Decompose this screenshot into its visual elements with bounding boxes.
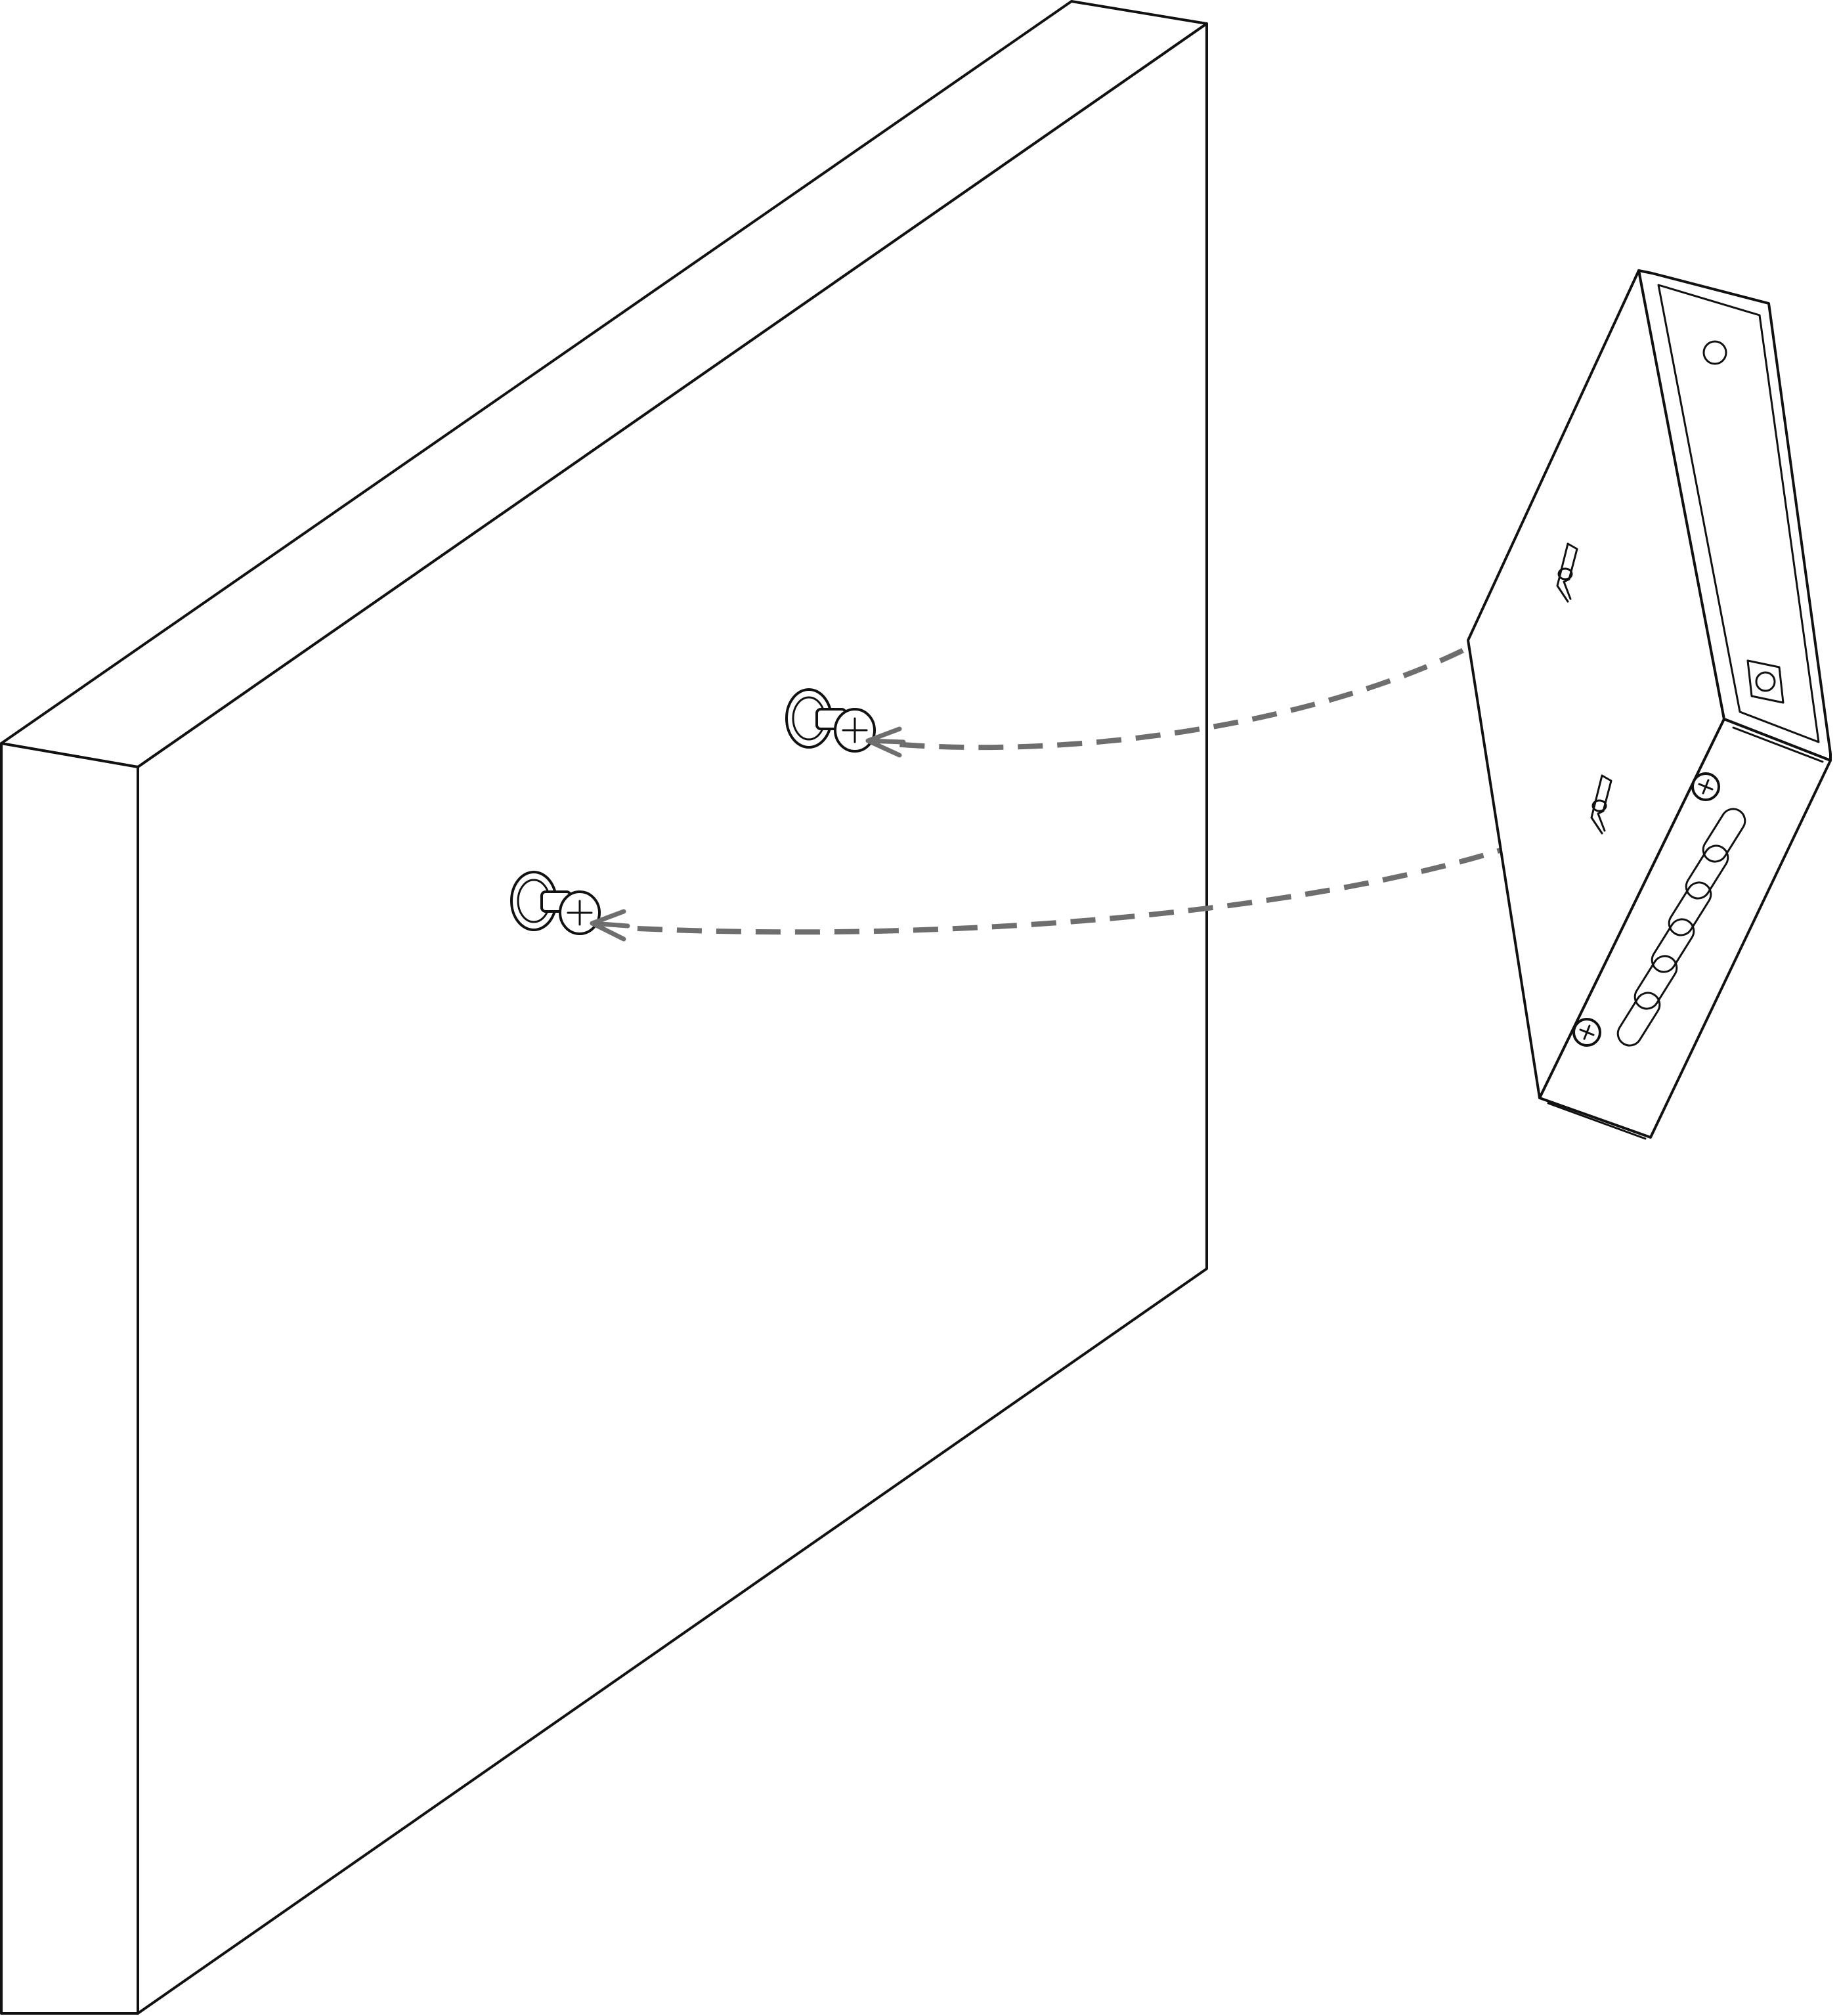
vent-slot-icon	[1633, 955, 1678, 1010]
vent-slots	[1616, 808, 1746, 1047]
vent-slot-icon	[1685, 844, 1729, 900]
mounting-screw-icon	[1572, 1018, 1601, 1047]
screw-anchor-icon	[785, 688, 876, 753]
screw-anchor-upper	[785, 688, 876, 753]
screw-anchor-icon	[510, 871, 601, 935]
vent-slot-icon	[1702, 808, 1746, 863]
device-enclosure	[1467, 269, 1832, 1140]
wall-front-face	[137, 22, 1208, 2015]
keyhole-slot-icon	[1556, 542, 1578, 603]
vent-slot-icon	[1651, 918, 1695, 973]
guide-arrow-lower	[590, 909, 630, 942]
indicator-led-icon	[1702, 340, 1727, 365]
wall-side-face	[0, 742, 139, 2015]
mounting-screw-icon	[1691, 772, 1720, 801]
vent-slot-icon	[1668, 881, 1712, 936]
screw-anchor-lower	[510, 871, 601, 935]
device-front-bevel	[1657, 284, 1820, 743]
wall-panel	[0, 0, 1208, 2015]
guide-line-lower	[623, 812, 1595, 935]
guide-arrow-upper	[865, 726, 906, 758]
power-button-icon	[1746, 659, 1785, 704]
device-end-panel	[1538, 718, 1832, 1139]
keyhole-slot-icon	[1590, 774, 1612, 835]
vent-slot-icon	[1616, 992, 1661, 1047]
